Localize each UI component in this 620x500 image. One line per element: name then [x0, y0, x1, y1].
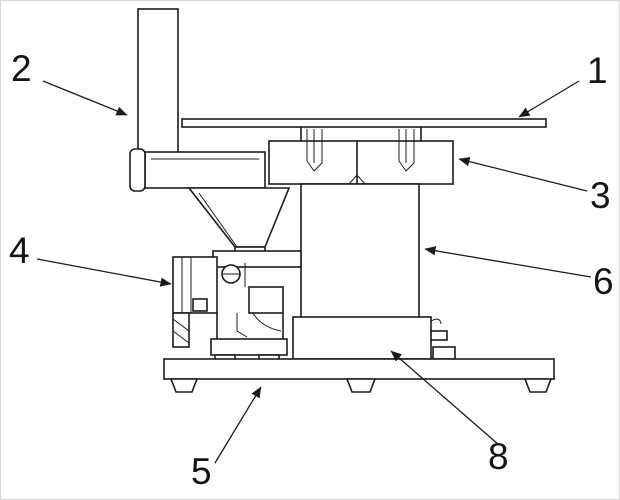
callout-6-label: 6 [593, 261, 614, 302]
leader-line-4 [36, 258, 172, 287]
leader-line-1 [518, 80, 580, 118]
leader-line-6 [424, 246, 592, 278]
callout-5-label: 5 [191, 451, 212, 492]
leader-line-8 [390, 350, 500, 446]
callout-3-label: 3 [590, 175, 611, 216]
platform-part1 [181, 118, 547, 128]
leader-line-5 [214, 386, 262, 464]
callout-2-label: 2 [11, 48, 32, 89]
vertical-duct-part2 [137, 8, 179, 156]
central-column-part6 [300, 183, 420, 320]
callout-4-label: 4 [9, 230, 30, 271]
horizontal-cylinder [129, 148, 266, 192]
callout-4: 4 [9, 230, 172, 287]
callout-8: 8 [390, 350, 509, 477]
bracket-part3 [268, 127, 454, 185]
latch-hook-left [306, 129, 323, 172]
callout-2: 2 [11, 48, 128, 116]
drive-assembly-part4 [172, 250, 302, 362]
hatch-bracket [172, 312, 190, 348]
foot-middle [345, 378, 377, 393]
callout-6: 6 [424, 246, 614, 302]
callout-8-label: 8 [488, 436, 509, 477]
latch-hook-right [398, 129, 415, 172]
leader-line-2 [42, 80, 128, 116]
foot-right [523, 378, 553, 393]
base-plate-part5 [163, 358, 555, 393]
callout-1-label: 1 [587, 50, 608, 91]
callout-1: 1 [518, 50, 608, 118]
callout-3: 3 [458, 157, 611, 216]
callout-5: 5 [191, 386, 262, 492]
foot-left [169, 378, 199, 393]
lower-box-part8 [292, 316, 456, 360]
leader-line-3 [458, 157, 588, 192]
